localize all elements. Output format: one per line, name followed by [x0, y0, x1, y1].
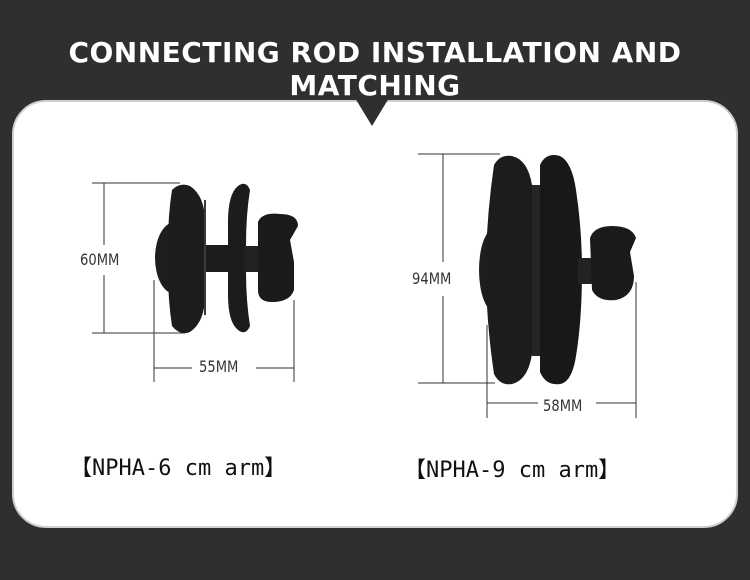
panel-notch	[355, 98, 389, 126]
short-arm-image	[92, 182, 298, 382]
long-arm-height-dim: 94MM	[412, 269, 452, 288]
short-arm-width-dim: 55MM	[199, 357, 239, 376]
long-arm-width-dim: 58MM	[543, 396, 583, 415]
long-arm-label: 【NPHA-9 cm arm】	[404, 458, 621, 483]
product-panel	[12, 100, 738, 528]
page-title: CONNECTING ROD INSTALLATION AND MATCHING	[68, 36, 682, 102]
short-arm-label: 【NPHA-6 cm arm】	[70, 456, 287, 481]
long-arm-image	[418, 153, 637, 418]
short-arm-height-dim: 60MM	[80, 250, 120, 269]
